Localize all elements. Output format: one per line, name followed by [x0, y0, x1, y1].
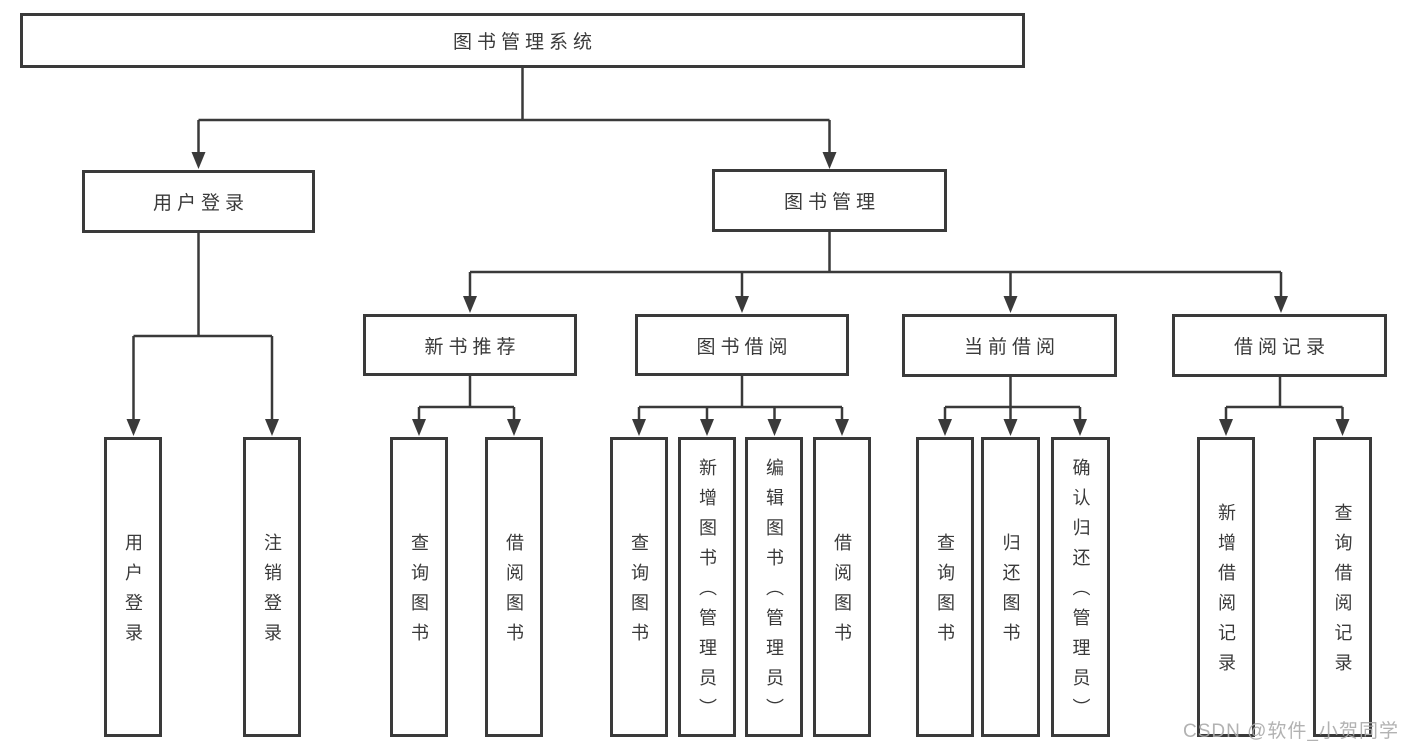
node-book-management-label: 图书管理: [783, 192, 880, 213]
leaf-user-login-label: 用户登录: [123, 533, 143, 653]
leaf-borrow-books-recommend-label: 借阅图书: [504, 533, 524, 653]
leaf-query-books-current-label: 查询图书: [935, 533, 955, 653]
leaf-query-books-recommend-label: 查询图书: [409, 533, 429, 653]
arrowheads: [126, 152, 1350, 436]
node-book-borrow: 图书借阅: [635, 314, 849, 376]
leaf-query-books-borrow-label: 查询图书: [629, 533, 649, 653]
leaf-query-books-current: 查询图书: [916, 437, 974, 737]
leaf-edit-books-admin: 编辑图书（管理员）: [745, 437, 803, 737]
node-new-book-recommend: 新书推荐: [363, 314, 577, 376]
node-current-borrow: 当前借阅: [902, 314, 1117, 377]
csdn-watermark: CSDN @软件_小贺同学: [1183, 721, 1399, 742]
node-user-login: 用户登录: [82, 170, 315, 233]
connector-borrow-record: [1224, 377, 1344, 422]
leaf-add-borrow-record-label: 新增借阅记录: [1216, 503, 1236, 683]
leaf-query-books-borrow: 查询图书: [610, 437, 668, 737]
leaf-borrow-books-recommend: 借阅图书: [485, 437, 543, 737]
leaf-logout: 注销登录: [243, 437, 301, 737]
leaf-user-login: 用户登录: [104, 437, 162, 737]
connector-root: [197, 68, 831, 154]
connector-user-login: [132, 233, 274, 422]
node-root: 图书管理系统: [20, 13, 1025, 68]
leaf-query-borrow-record: 查询借阅记录: [1313, 437, 1372, 737]
leaf-borrow-books: 借阅图书: [813, 437, 871, 737]
leaf-add-borrow-record: 新增借阅记录: [1197, 437, 1255, 737]
leaf-return-books: 归还图书: [981, 437, 1040, 737]
leaf-borrow-books-label: 借阅图书: [832, 533, 852, 653]
node-book-borrow-label: 图书借阅: [696, 336, 793, 358]
leaf-confirm-return-admin-label: 确认归还（管理员）: [1070, 458, 1091, 728]
connector-book-borrow: [637, 376, 844, 422]
leaf-edit-books-admin-label: 编辑图书（管理员）: [764, 458, 784, 728]
node-book-management: 图书管理: [712, 169, 947, 232]
leaf-logout-label: 注销登录: [262, 533, 282, 653]
leaf-confirm-return-admin: 确认归还（管理员）: [1051, 437, 1110, 737]
leaf-query-books-recommend: 查询图书: [390, 437, 448, 737]
leaf-query-borrow-record-label: 查询借阅记录: [1332, 503, 1353, 683]
connector-book-management: [468, 232, 1283, 299]
node-new-book-recommend-label: 新书推荐: [424, 336, 521, 358]
leaf-return-books-label: 归还图书: [1000, 533, 1021, 653]
connector-new-book: [417, 376, 516, 422]
node-borrow-record-label: 借阅记录: [1233, 337, 1330, 358]
node-root-label: 图书管理系统: [452, 32, 597, 53]
node-current-borrow-label: 当前借阅: [963, 337, 1060, 358]
node-borrow-record: 借阅记录: [1172, 314, 1387, 377]
node-user-login-label: 用户登录: [152, 193, 249, 214]
connector-current-borrow: [943, 377, 1082, 422]
leaf-add-books-admin-label: 新增图书（管理员）: [697, 458, 717, 728]
leaf-add-books-admin: 新增图书（管理员）: [678, 437, 736, 737]
